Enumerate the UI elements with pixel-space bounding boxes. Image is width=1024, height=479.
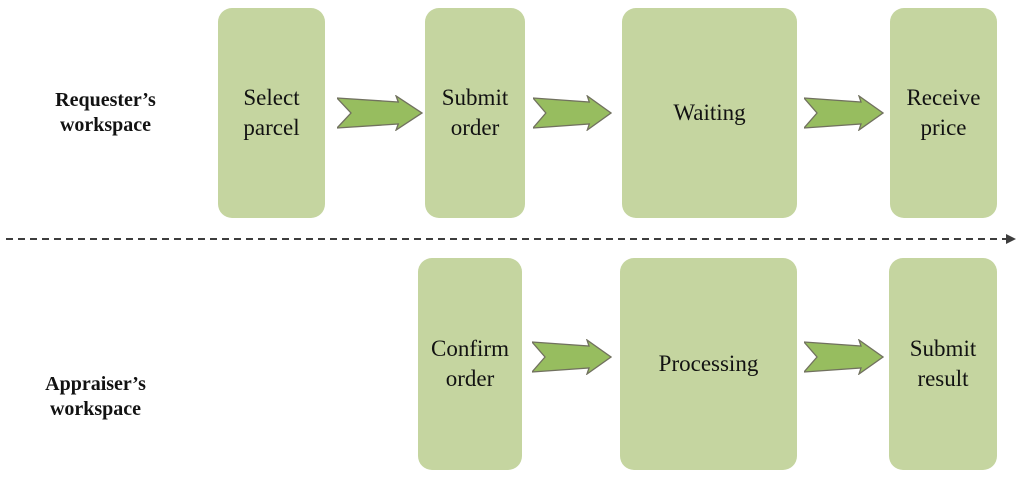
flow-arrow-icon <box>533 95 612 131</box>
step-receive-price: Receive price <box>890 8 997 218</box>
step-submit-order: Submit order <box>425 8 525 218</box>
step-waiting: Waiting <box>622 8 797 218</box>
divider-arrowhead-icon <box>1006 234 1016 244</box>
flow-arrow-icon <box>804 95 884 131</box>
flow-arrow-icon <box>532 339 612 375</box>
flow-arrow-icon <box>337 95 423 131</box>
lane-divider-dashed-line <box>6 238 1008 240</box>
flow-arrow-icon <box>804 339 884 375</box>
step-processing: Processing <box>620 258 797 470</box>
lane-label-appraiser: Appraiser’s workspace <box>45 373 146 420</box>
step-confirm-order: Confirm order <box>418 258 522 470</box>
step-submit-result: Submit result <box>889 258 997 470</box>
lane-label-requester: Requester’s workspace <box>55 89 156 136</box>
step-select-parcel: Select parcel <box>218 8 325 218</box>
